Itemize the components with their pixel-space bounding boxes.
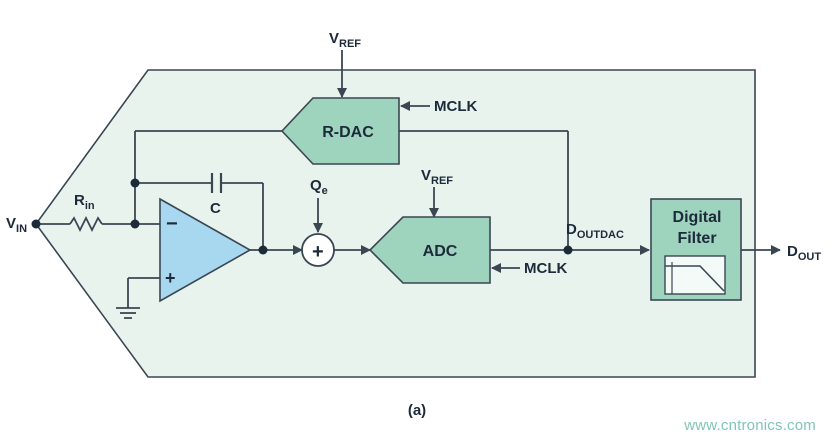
junction-dots xyxy=(31,178,573,255)
capacitor-label: C xyxy=(210,200,221,217)
opamp-minus-sign: − xyxy=(166,213,178,235)
vin-label: VIN xyxy=(6,215,27,235)
resistor-icon xyxy=(69,215,103,233)
figure-caption: (a) xyxy=(407,402,427,419)
op-amp-triangle-icon xyxy=(159,197,252,303)
adc-label: ADC xyxy=(423,243,458,260)
mclk-adc-label: MCLK xyxy=(524,260,567,277)
junction-dot xyxy=(130,219,140,229)
low-pass-response-icon xyxy=(664,255,726,295)
opamp-plus-sign: + xyxy=(165,268,176,288)
qe-label: Qe xyxy=(310,177,328,197)
junction-dot xyxy=(258,245,268,255)
doutdac-label: DOUTDAC xyxy=(566,221,624,241)
r-dac-label: R-DAC xyxy=(322,124,374,141)
watermark: www.cntronics.com xyxy=(684,417,816,434)
vref-top-label: VREF xyxy=(329,30,361,50)
junction-dot xyxy=(563,245,573,255)
mclk-rdac-label: MCLK xyxy=(434,98,477,115)
rin-label: Rin xyxy=(74,192,95,212)
filter-label-line2: Filter xyxy=(677,230,716,247)
input-terminal-dot xyxy=(31,219,41,229)
r-dac-block xyxy=(280,97,400,165)
filter-label-line1: Digital xyxy=(673,209,722,226)
dout-label: DOUT xyxy=(787,243,821,263)
adc-block xyxy=(368,216,491,284)
vref-adc-label: VREF xyxy=(421,167,453,187)
capacitor-icon xyxy=(210,173,223,193)
ground-icon xyxy=(116,307,140,319)
summer-plus-sign: + xyxy=(312,241,324,263)
summing-junction-icon xyxy=(301,233,335,267)
junction-dot xyxy=(130,178,140,188)
